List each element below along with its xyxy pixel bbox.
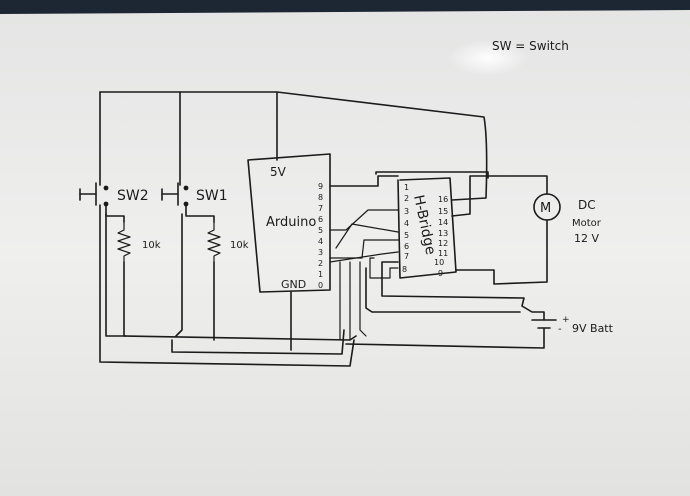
wire-vs-to-battery-plus <box>381 261 545 321</box>
sw2-label: SW2 <box>117 188 149 204</box>
legend-note: SW = Switch <box>492 39 569 53</box>
wire-sw2-down <box>105 213 127 337</box>
wire-battery-minus <box>345 327 545 349</box>
wire-pin2-to-in <box>329 251 399 263</box>
hbridge-pin-1: 1 <box>404 183 409 192</box>
battery-plus: + <box>562 315 570 325</box>
resistor-r2: 10k <box>117 221 161 263</box>
wire-hbridge-top-loop <box>375 171 489 179</box>
resistor-r2-zigzag <box>117 221 131 263</box>
hbridge-pin-16: 16 <box>438 195 448 204</box>
wire-pin9-enable <box>329 175 399 187</box>
light-glare <box>448 40 528 76</box>
hbridge-pin-3: 3 <box>404 207 409 216</box>
motor-label-dc: DC <box>578 198 596 212</box>
wire-r2-ground <box>123 261 357 341</box>
arduino-pin-6: 6 <box>318 215 323 224</box>
hbridge-pin-5: 5 <box>404 231 409 240</box>
arduino-5v-label: 5V <box>270 165 287 179</box>
arduino-block: 5V Arduino GND 9 8 7 6 5 4 3 2 1 0 <box>247 153 331 293</box>
wire-sw1-to-r1 <box>185 203 215 223</box>
hbridge-pin-14: 14 <box>438 218 448 227</box>
hbridge-pin-12: 12 <box>438 239 448 248</box>
arduino-name: Arduino <box>266 215 316 230</box>
sw2-top-terminal <box>103 185 109 191</box>
resistor-r2-label: 10k <box>142 240 161 251</box>
wire-bottom-bus-2 <box>171 329 345 355</box>
hbridge-pin-13: 13 <box>438 229 448 238</box>
wire-pin3-to-in <box>329 239 399 259</box>
wire-switch-sense-3 <box>359 261 367 337</box>
dc-motor: M DC Motor 12 V <box>533 193 602 245</box>
wire-top-rail <box>99 91 488 201</box>
battery-label: 9V Batt <box>572 322 614 335</box>
arduino-pin-0: 0 <box>318 281 323 290</box>
arduino-pin-5: 5 <box>318 226 323 235</box>
resistor-r1: 10k <box>207 221 249 263</box>
whiteboard-surface <box>0 10 690 496</box>
hbridge-pin-7: 7 <box>404 252 409 261</box>
wiring <box>99 91 548 367</box>
arduino-pin-1: 1 <box>318 270 323 279</box>
arduino-gnd-label: GND <box>281 278 306 291</box>
arduino-pin-2: 2 <box>318 259 323 268</box>
hbridge-pin-4: 4 <box>404 219 409 228</box>
wire-sw1-down <box>175 213 183 337</box>
switch-sw2: SW2 <box>79 182 149 207</box>
hbridge-pin-2: 2 <box>404 194 409 203</box>
wire-pin5-to-in <box>329 209 399 231</box>
motor-label-motor: Motor <box>572 218 602 229</box>
wire-sw2-to-r2 <box>105 203 125 223</box>
motor-symbol: M <box>540 201 551 216</box>
arduino-pin-4: 4 <box>318 237 323 246</box>
sw1-label: SW1 <box>196 188 228 204</box>
battery-minus: - <box>558 324 562 335</box>
wire-pin4-to-in <box>335 223 399 249</box>
hbridge-outline <box>397 177 457 279</box>
wire-hbridge-ground <box>369 257 399 279</box>
hbridge-pin-8: 8 <box>402 265 407 274</box>
resistor-r1-zigzag <box>207 221 221 263</box>
sw1-top-terminal <box>183 185 189 191</box>
arduino-pin-8: 8 <box>318 193 323 202</box>
arduino-pin-9: 9 <box>318 182 323 191</box>
arduino-pin-7: 7 <box>318 204 323 213</box>
motor-label-voltage: 12 V <box>574 232 599 245</box>
resistor-r1-label: 10k <box>230 240 249 251</box>
switch-sw1: SW1 <box>161 182 228 207</box>
wire-battery-bus <box>365 267 521 313</box>
arduino-pin-3: 3 <box>318 248 323 257</box>
wire-motor-top <box>451 175 548 217</box>
hbridge-pin-10: 10 <box>434 258 444 267</box>
wire-motor-bottom <box>455 219 548 285</box>
hbridge-pin-9: 9 <box>438 269 443 278</box>
hbridge-pin-15: 15 <box>438 207 448 216</box>
wire-bottom-bus <box>99 204 355 367</box>
hbridge-pin-11: 11 <box>438 249 448 258</box>
hbridge-pin-6: 6 <box>404 242 409 251</box>
arduino-outline <box>247 153 331 293</box>
